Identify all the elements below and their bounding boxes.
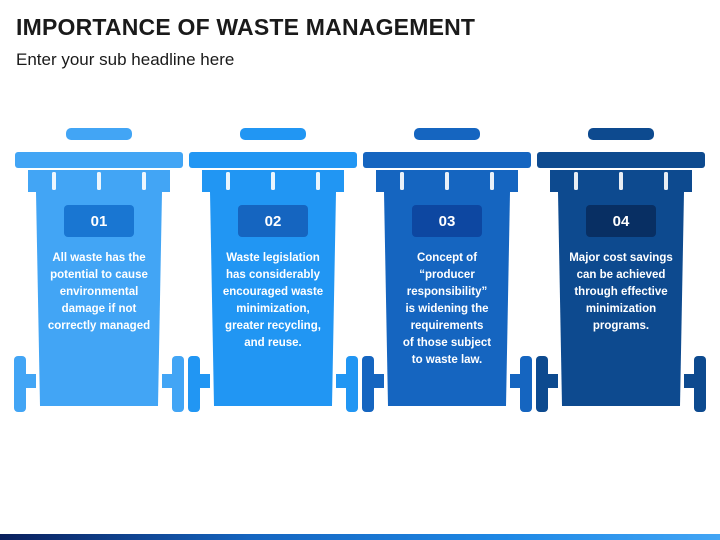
- bin-graphic: [188, 128, 358, 412]
- step-badge: 01: [64, 205, 134, 237]
- description-line: damage if not: [61, 303, 137, 315]
- description-line: of those subject: [402, 337, 492, 349]
- description-line: requirements: [410, 320, 484, 332]
- description-line: environmental: [59, 286, 139, 298]
- bin-graphic: [536, 128, 706, 412]
- step-badge: 03: [412, 205, 482, 237]
- page-title: IMPORTANCE OF WASTE MANAGEMENT: [16, 14, 476, 40]
- waste-bin-1: 01 All waste has the potential to cause …: [14, 124, 184, 414]
- description-line: greater recycling,: [225, 320, 321, 332]
- waste-bin-2: 02 Waste legislation has considerably en…: [188, 124, 358, 414]
- step-description: All waste has the potential to cause env…: [44, 250, 154, 335]
- description-line: Waste legislation: [226, 252, 320, 264]
- footer-gradient-bar: [0, 534, 720, 540]
- description-line: “producer: [419, 269, 475, 281]
- description-line: through effective: [574, 286, 668, 298]
- bin-graphic: [14, 128, 184, 412]
- description-line: responsibility”: [406, 286, 488, 298]
- bin-graphic: [362, 128, 532, 412]
- description-line: is widening the: [405, 303, 489, 315]
- description-line: can be achieved: [576, 269, 666, 281]
- description-line: encouraged waste: [222, 286, 324, 298]
- description-line: has considerably: [226, 269, 320, 281]
- description-line: to waste law.: [411, 354, 483, 366]
- page-subtitle: Enter your sub headline here: [16, 50, 235, 69]
- description-line: and reuse.: [244, 337, 302, 349]
- step-badge: 04: [586, 205, 656, 237]
- description-line: All waste has the: [52, 252, 146, 264]
- step-description: Waste legislation has considerably encou…: [218, 250, 328, 352]
- description-line: Concept of: [416, 252, 478, 264]
- step-badge: 02: [238, 205, 308, 237]
- step-description: Major cost savings can be achieved throu…: [566, 250, 676, 335]
- step-description: Concept of “producer responsibility” is …: [392, 250, 502, 369]
- waste-bin-4: 04 Major cost savings can be achieved th…: [536, 124, 706, 414]
- description-line: programs.: [592, 320, 650, 332]
- description-line: Major cost savings: [569, 252, 673, 264]
- description-line: minimization: [585, 303, 657, 315]
- description-line: correctly managed: [47, 320, 151, 332]
- description-line: minimization,: [236, 303, 310, 315]
- description-line: potential to cause: [50, 269, 148, 281]
- waste-bin-3: 03 Concept of “producer responsibility” …: [362, 124, 532, 414]
